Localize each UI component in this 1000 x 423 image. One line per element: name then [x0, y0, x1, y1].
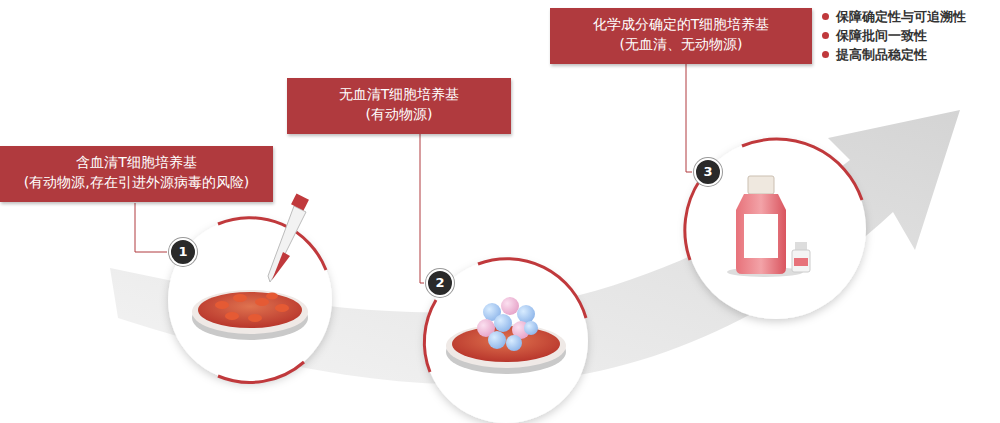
box-heading: 无血清T细胞培养基 — [295, 84, 503, 104]
stage-label-box: 化学成分确定的T细胞培养基(无血清、无动物源) — [550, 8, 812, 64]
stage-circle-3 — [685, 139, 866, 319]
benefit-bullet: 保障批间一致性 — [822, 27, 927, 45]
callout-number: 1 — [169, 238, 197, 266]
callout-number: 3 — [694, 158, 722, 186]
box-heading: 含血清T细胞培养基 — [8, 152, 265, 172]
box-note: (有动物源,存在引进外源病毒的风险) — [8, 172, 265, 192]
box-note: (有动物源) — [295, 104, 503, 124]
stage-label-box: 无血清T细胞培养基(有动物源) — [287, 78, 511, 134]
box-note: (无血清、无动物源) — [558, 34, 804, 54]
box-heading: 化学成分确定的T细胞培养基 — [558, 14, 804, 34]
benefit-bullet: 保障确定性与可追溯性 — [822, 8, 966, 26]
callout-number: 2 — [426, 269, 454, 297]
stage-circle-1 — [168, 193, 332, 382]
benefit-bullet: 提高制品稳定性 — [822, 46, 927, 64]
stage-label-box: 含血清T细胞培养基(有动物源,存在引进外源病毒的风险) — [0, 146, 273, 202]
stage-circle-2 — [424, 259, 588, 423]
